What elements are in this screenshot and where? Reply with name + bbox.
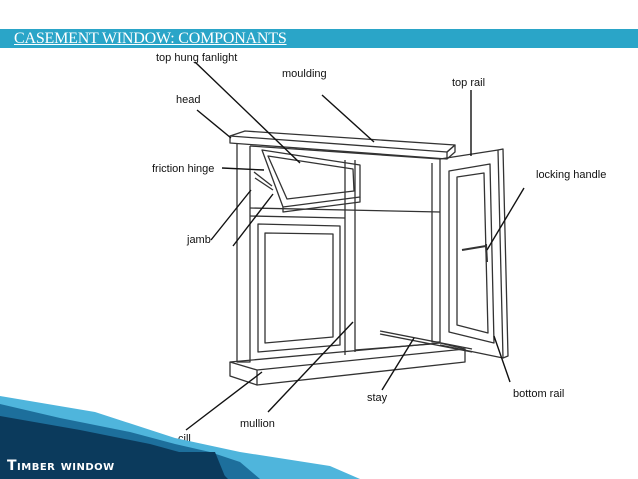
leader-friction-hinge: [221, 167, 265, 171]
label-bottom-rail: bottom rail: [513, 388, 564, 400]
diagram-background: [150, 50, 485, 450]
leader-stay: [381, 337, 415, 391]
leader-jamb-lower: [232, 193, 274, 247]
label-jamb: jamb: [186, 234, 211, 246]
cill: [229, 342, 466, 386]
leader-locking-handle: [486, 187, 525, 251]
leader-top-hung-fanlight: [194, 61, 301, 164]
label-friction-hinge: friction hinge: [152, 163, 214, 175]
leader-bottom-rail: [493, 335, 511, 383]
label-head: head: [176, 94, 200, 106]
leader-moulding: [321, 94, 375, 143]
label-locking-handle: locking handle: [536, 169, 606, 181]
slide-title: CASEMENT WINDOW: COMPONANTS: [14, 30, 287, 47]
label-moulding: moulding: [282, 68, 327, 80]
label-stay: stay: [367, 392, 388, 404]
leader-head: [196, 109, 232, 139]
leader-mullion: [267, 321, 354, 413]
footer-label: Timber window: [7, 458, 115, 474]
leader-jamb-upper: [210, 189, 252, 241]
lower-fixed-pane: [257, 223, 341, 353]
friction-hinge: [253, 171, 274, 191]
leader-cill: [185, 371, 263, 431]
label-top-hung-fanlight: top hung fanlight: [156, 52, 237, 64]
open-casement-sash: [439, 148, 509, 359]
label-mullion: mullion: [240, 418, 275, 430]
stay-arm: [379, 330, 473, 353]
label-top-rail: top rail: [452, 77, 485, 89]
footer-swoosh: [0, 396, 360, 479]
top-hung-fanlight: [261, 149, 361, 213]
head-moulding: [229, 130, 456, 160]
title-bar: CASEMENT WINDOW: COMPONANTS: [0, 29, 638, 48]
